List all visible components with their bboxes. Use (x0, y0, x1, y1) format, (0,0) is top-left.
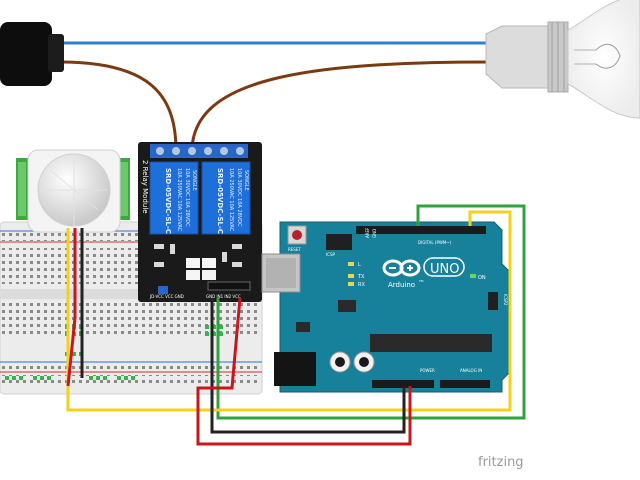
relay-module-title: 2 Relay Module (141, 160, 149, 214)
analog-in-label: ANALOG IN (460, 368, 482, 373)
power-label: POWER (420, 368, 435, 373)
relay-brand-1: SONGLE (191, 170, 197, 191)
digital-header (356, 226, 486, 234)
arduino-wordmark: Arduino (388, 281, 415, 289)
icsp2-label: ICSP2 (503, 294, 508, 306)
mains-plug (0, 22, 64, 86)
aref-label: AREF (365, 227, 370, 238)
power-header (372, 380, 434, 388)
arduino-logo-icon (382, 259, 421, 277)
icsp-label: ICSP (326, 252, 336, 257)
uno-label: UNO (430, 262, 459, 277)
arduino-uno: RESET ICSP DIGITAL (PWM~) AREF GND L TX … (261, 221, 511, 393)
on-led-label: ON (478, 275, 486, 281)
relay-power-pins-label: JD-VCC VCC GND (149, 294, 184, 299)
relay-input-pins-label: GND IN1 IN2 VCC (206, 294, 241, 299)
light-bulb (485, 0, 640, 119)
relay-cube-1-model: SRD-05VDC-SL-C (164, 168, 172, 234)
reset-label: RESET (288, 247, 301, 252)
yellow-wire (66, 210, 512, 412)
digital-label: DIGITAL (PWM~) (418, 240, 452, 245)
relay-cube-2-model: SRD-05VDC-SL-C (216, 168, 224, 234)
tx-label: TX (357, 274, 365, 280)
green-wire (216, 204, 526, 420)
rx-label: RX (358, 282, 365, 288)
relay-cube-2-rating-dc: 10A 30VDC 10A 28VDC (236, 168, 242, 227)
relay-cube-2-rating: 10A 250VAC 10A 125VAC (228, 168, 234, 232)
gnd-label: GND (372, 229, 377, 238)
atmega-chip (370, 334, 492, 352)
relay-brand-2: SONGLE (243, 170, 249, 191)
tm-label: TM (418, 279, 424, 283)
relay-cube-1 (149, 161, 199, 235)
power-jack (274, 352, 316, 386)
analog-header (440, 380, 490, 388)
relay-input-header (207, 281, 251, 291)
relay-cube-1-rating: 10A 250VAC 10A 125VAC (176, 168, 182, 232)
brown-wire-relay-to-bulb (190, 60, 491, 149)
pir-motion-sensor (16, 149, 130, 233)
pir-red-to-power (66, 317, 77, 387)
fritzing-watermark: fritzing (478, 455, 524, 470)
relay-cube-2 (201, 161, 251, 235)
brown-wire-plug-to-relay (59, 60, 178, 149)
l-led-label: L (358, 262, 361, 268)
relay-cube-1-rating-dc: 10A 30VDC 10A 28VDC (184, 168, 190, 227)
red-wire (196, 297, 412, 446)
relay-power-jumper (158, 286, 168, 294)
relay-module: SRD-05VDC-SL-C 10A 250VAC 10A 125VAC 10A… (138, 142, 262, 302)
black-wire (210, 298, 406, 434)
